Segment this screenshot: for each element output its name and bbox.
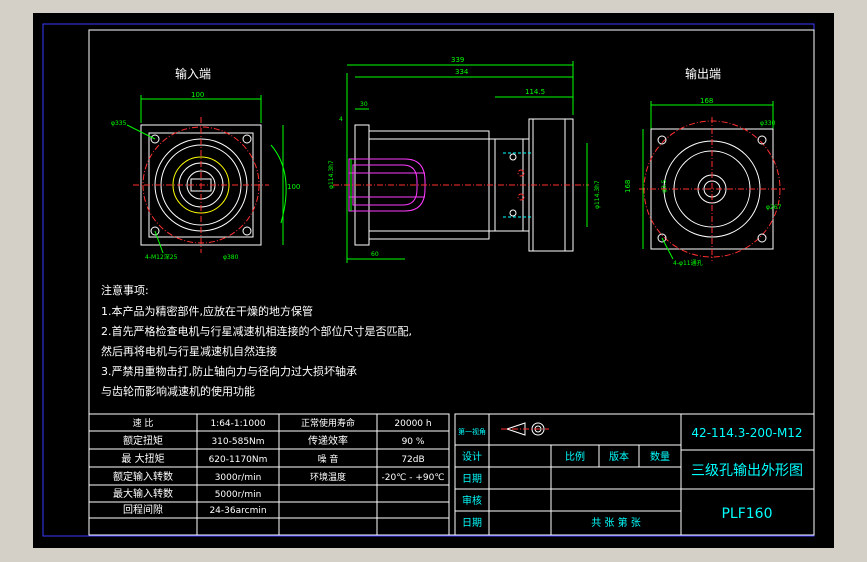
right-pcd-dim: φ330 (760, 120, 776, 127)
view-label: 第一视角 (458, 427, 486, 436)
right-width-dim: 168 (700, 97, 713, 105)
center-shaft-dim: φ114.3h7 (328, 160, 335, 189)
center-total-dim: 339 (451, 56, 464, 64)
right-dia-dim: φ267 (766, 204, 782, 211)
spec-r3-value1: 3000r/min (215, 473, 262, 483)
spec-r4-value1: 5000r/min (215, 490, 262, 500)
spec-r1-label1: 额定扭矩 (123, 434, 163, 447)
drawing-title: 三级孔输出外形图 (691, 463, 803, 479)
left-height-dim: 100 (287, 183, 300, 191)
spec-r2-value1: 620-1170Nm (209, 455, 268, 465)
left-width-dim: 100 (191, 91, 204, 99)
spec-table: 速 比 1:64-1:1000 正常使用寿命 20000 h 额定扭矩 310-… (88, 413, 450, 536)
ratio-label: 比例 (565, 450, 585, 463)
drawing-code: 42-114.3-200-M12 (691, 426, 802, 440)
review-label: 审核 (462, 494, 482, 507)
inner-border (88, 29, 815, 536)
spec-r4-label1: 最大输入转数 (113, 487, 173, 500)
model-number: PLF160 (721, 506, 772, 522)
center-right-dim: φ114.3h7 (594, 180, 601, 209)
spec-r2-value2: 72dB (401, 455, 424, 465)
spec-r3-value2: -20℃ - +90℃ (382, 473, 445, 483)
spec-r0-label1: 速 比 (133, 417, 154, 429)
date1-label: 日期 (462, 473, 482, 485)
quantity-label: 数量 (650, 450, 670, 463)
center-bottom-dim: 60 (371, 251, 379, 258)
version-label: 版本 (609, 450, 629, 463)
left-dia-dim: φ380 (223, 254, 239, 261)
notes-line2: 2.首先严格检查电机与行星减速机相连接的个部位尺寸是否匹配, (101, 324, 412, 338)
center-4-dim: 4 (339, 116, 343, 123)
title-block: 第一视角 设计 日期 审核 日期 比例 版本 数量 共 张 第 张 42-114… (454, 413, 815, 536)
spec-r1-label2: 传递效率 (308, 434, 348, 447)
spec-r0-label2: 正常使用寿命 (301, 417, 355, 429)
spec-r5-value1: 24-36arcmin (209, 506, 266, 516)
center-body-dim: 334 (455, 68, 469, 76)
design-label: 设计 (462, 450, 482, 463)
center-114-dim: 114.5 (525, 88, 545, 96)
drawing-frame: 输入端 100 100 φ335 4-M12深25 φ380 (33, 13, 834, 548)
notes-line5: 与齿轮而影响减速机的使用功能 (101, 384, 255, 398)
spec-r1-value1: 310-585Nm (211, 437, 264, 447)
spec-r2-label2: 噪 音 (318, 453, 339, 465)
output-label: 输出端 (685, 66, 721, 81)
sheets-label: 共 张 第 张 (591, 516, 641, 529)
notes-heading: 注意事项: (101, 283, 149, 297)
side-view: 339 334 114.5 30 4 (328, 56, 601, 263)
spec-r2-label1: 最 大扭矩 (121, 452, 164, 465)
spec-r5-label1: 回程间隙 (123, 503, 163, 516)
notes-line3: 然后再将电机与行星减速机自然连接 (101, 344, 277, 358)
spec-r3-label1: 额定输入转数 (113, 470, 173, 483)
spec-r0-value2: 20000 h (394, 419, 431, 429)
input-end-view: 输入端 100 100 φ335 4-M12深25 φ380 (111, 66, 300, 261)
date2-label: 日期 (462, 517, 482, 529)
right-height-dim: 168 (624, 180, 632, 193)
right-small-dim: φ3.5 (661, 179, 668, 193)
notes-line1: 1.本产品为精密部件,应放在干燥的地方保管 (101, 304, 313, 318)
input-label: 输入端 (175, 66, 211, 81)
cad-drawing: 输入端 100 100 φ335 4-M12深25 φ380 (42, 23, 815, 537)
notes-block: 注意事项: 1.本产品为精密部件,应放在干燥的地方保管 2.首先严格检查电机与行… (101, 283, 412, 398)
spec-r1-value2: 90 % (402, 437, 425, 447)
notes-line4: 3.严禁用重物击打,防止轴向力与径向力过大损坏轴承 (101, 364, 357, 378)
left-pcd-dim: φ335 (111, 120, 127, 127)
output-end-view: 输出端 168 168 φ330 φ267 φ3.5 4-φ11通孔 (624, 66, 785, 267)
left-bolt-dim: 4-M12深25 (145, 253, 178, 261)
right-bolt-dim: 4-φ11通孔 (673, 259, 703, 267)
center-30-dim: 30 (360, 101, 368, 108)
spec-r0-value1: 1:64-1:1000 (210, 419, 265, 429)
spec-r3-label2: 环境温度 (310, 471, 346, 483)
